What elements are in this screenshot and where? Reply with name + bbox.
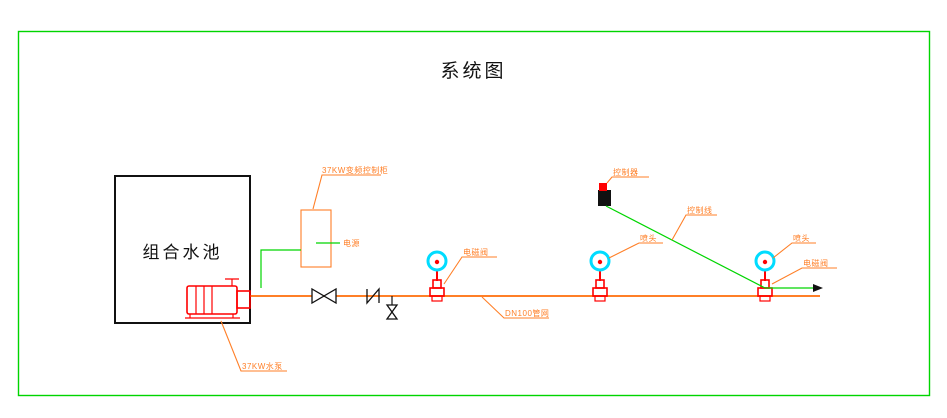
pump-symbol — [185, 278, 251, 319]
nozzle3-head-label: 喷头 — [793, 234, 810, 243]
control-cabinet — [300, 209, 332, 268]
nozzle1-solenoid-label: 电磁阀 — [463, 248, 489, 257]
control-line-label: 控制线 — [687, 206, 713, 215]
power-label: 电源 — [343, 239, 360, 248]
pump-base — [185, 314, 240, 319]
drain-valve-bottom — [385, 310, 399, 320]
control-wire-diagonal — [605, 205, 766, 289]
spray-head-center — [434, 259, 440, 265]
pump-label-leader — [220, 320, 287, 372]
controller-body — [598, 190, 611, 206]
pipe-mount — [759, 295, 771, 302]
water-pool-outline — [114, 175, 251, 324]
nozzle-assembly — [589, 250, 611, 302]
pipe-label-leader — [481, 296, 549, 319]
diagram-title: 系统图 — [440, 61, 507, 82]
controller-lamp — [599, 183, 607, 191]
solenoid-valve-base — [757, 287, 773, 297]
solenoid3-label-leader — [771, 267, 837, 285]
solenoid-valve-base — [429, 287, 445, 297]
pool-label: 组合水池 — [142, 243, 223, 262]
spray-head-center — [597, 259, 603, 265]
pump-label: 37KW水泵 — [242, 362, 283, 371]
head2-label-leader — [608, 242, 663, 259]
cabinet-label-leader — [312, 174, 381, 210]
power-line — [260, 242, 340, 288]
pump-fins — [195, 286, 213, 314]
cabinet-to-pump-line — [260, 249, 301, 288]
nozzle-assembly — [754, 250, 776, 302]
gate-valve-left — [311, 287, 326, 305]
gate-valve-icon — [311, 287, 337, 305]
solenoid-valve-body — [595, 279, 605, 289]
pump-outlet — [236, 290, 251, 309]
line-end-arrow-icon — [813, 284, 823, 292]
nozzle-assembly — [426, 250, 448, 302]
solenoid1-label-leader — [443, 256, 497, 285]
controller-label: 控制器 — [613, 168, 639, 177]
controller-icon — [598, 183, 611, 206]
nozzle2-head-label: 喷头 — [640, 234, 657, 243]
control-line — [605, 205, 823, 292]
drain-valve-icon — [385, 296, 399, 320]
cabinet-label: 37KW变频控制柜 — [322, 166, 389, 175]
pipe-mount — [594, 295, 606, 302]
solenoid-valve-body — [432, 279, 442, 289]
controller-label-leader — [606, 176, 649, 184]
pipe-mount — [431, 295, 443, 302]
solenoid-valve-base — [592, 287, 608, 297]
drawing-border — [17, 30, 931, 397]
control-line-label-leader — [671, 214, 717, 241]
leader-lines — [220, 174, 837, 372]
gate-valve-right — [322, 287, 337, 305]
head3-label-leader — [772, 242, 816, 259]
spray-head-center — [762, 259, 768, 265]
pipe-label: DN100管网 — [505, 309, 550, 318]
nozzle3-solenoid-label: 电磁阀 — [803, 259, 829, 268]
pump-top-stub — [225, 278, 239, 286]
drain-valve-top — [385, 304, 399, 314]
check-valve-icon — [366, 287, 380, 305]
